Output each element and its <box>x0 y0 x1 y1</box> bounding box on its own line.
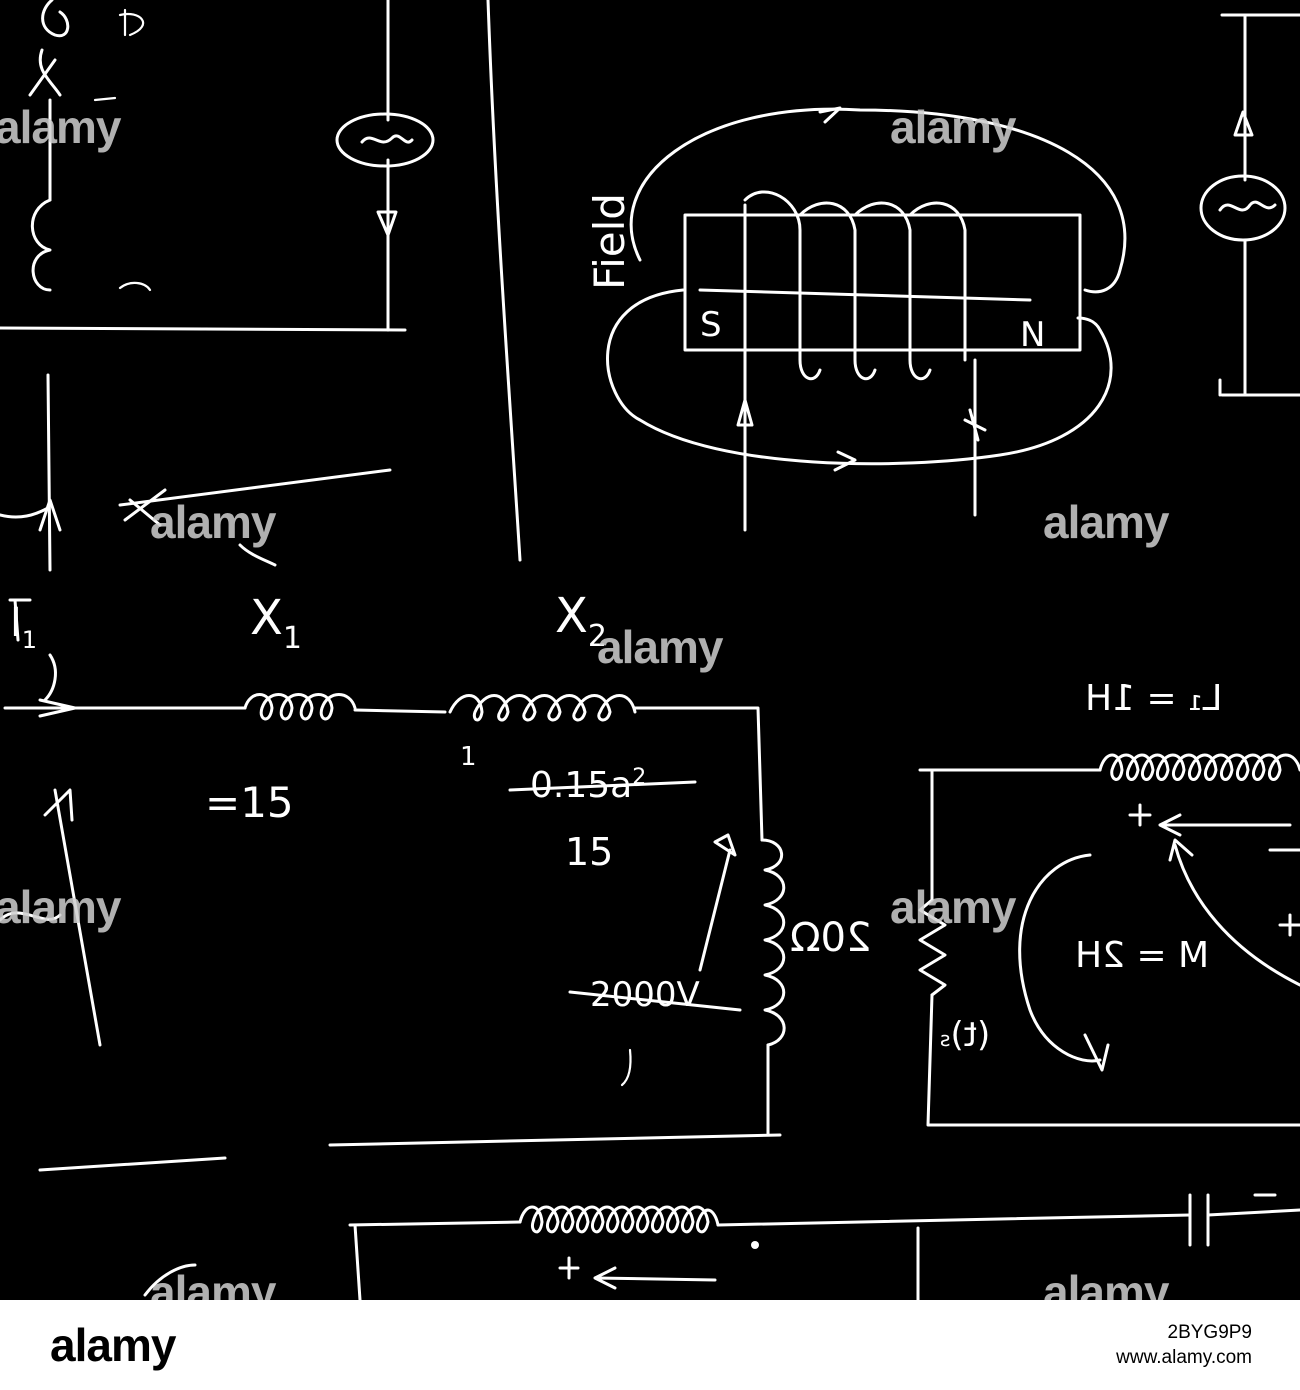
fifteen-label: 15 <box>565 830 614 874</box>
top-left-circuit <box>0 0 522 562</box>
source-es-label: (t)s <box>940 1015 990 1055</box>
watermark: alamy <box>597 621 723 673</box>
tick-mark-label: 1 <box>460 742 477 772</box>
source-e: (t) <box>950 1015 991 1055</box>
x2-subscript: 2 <box>587 619 607 654</box>
right-coupled-circuit <box>918 753 1300 1197</box>
watermark: alamy <box>150 496 276 548</box>
coil-n-label: N <box>1020 315 1046 355</box>
x1-label: X1 <box>250 590 302 656</box>
source-subscript: s <box>940 1027 951 1051</box>
chalk-drawings <box>0 0 1300 1300</box>
twenty-ohm-label: 20Ω <box>790 915 872 961</box>
image-id: 2BYG9P9 <box>1167 1322 1253 1343</box>
field-label: Field <box>585 193 634 290</box>
eq-15-label: =15 <box>205 778 294 827</box>
x1-subscript: 1 <box>282 621 302 656</box>
watermark: alamy <box>890 881 1016 933</box>
i1-subscript: 1 <box>21 626 38 654</box>
watermark: alamy <box>1043 496 1169 548</box>
image-credit: 2BYG9P9 www.alamy.com <box>1116 1320 1252 1370</box>
x1-letter: X <box>250 590 283 646</box>
struck-value-sup: 2 <box>632 765 647 790</box>
bottom-circuit <box>38 1156 1300 1300</box>
x2-letter: X <box>555 588 588 644</box>
watermark: alamy <box>890 101 1016 153</box>
alamy-logo: alamy <box>50 1319 176 1371</box>
struck-2000-label: 2000V <box>590 975 700 1015</box>
i1-letter: I <box>10 600 22 646</box>
watermark: alamy <box>0 881 121 933</box>
coil-s-label: S <box>700 305 722 345</box>
main-series-circuit <box>0 598 786 1147</box>
struck-value: 0.15a <box>530 765 633 806</box>
l1-inductance-label: L₁ = 1H <box>1085 678 1223 719</box>
x2-label: X2 <box>555 588 607 654</box>
left-axes-sketch <box>0 373 392 572</box>
stock-footer: alamy 2BYG9P9 www.alamy.com <box>0 1300 1300 1390</box>
top-right-circuit <box>1199 13 1300 397</box>
i1-label: I1 <box>10 600 37 654</box>
mutual-inductance-label: M = 2H <box>1075 935 1210 976</box>
struck-value-label: 0.15a2 <box>530 765 646 806</box>
chalkboard-photo: Field N S X1 X2 I1 =15 1 0.15a2 15 20Ω 2… <box>0 0 1300 1318</box>
electromagnet-sketch <box>606 106 1127 532</box>
watermark: alamy <box>0 101 121 153</box>
site-url: www.alamy.com <box>1116 1347 1252 1368</box>
